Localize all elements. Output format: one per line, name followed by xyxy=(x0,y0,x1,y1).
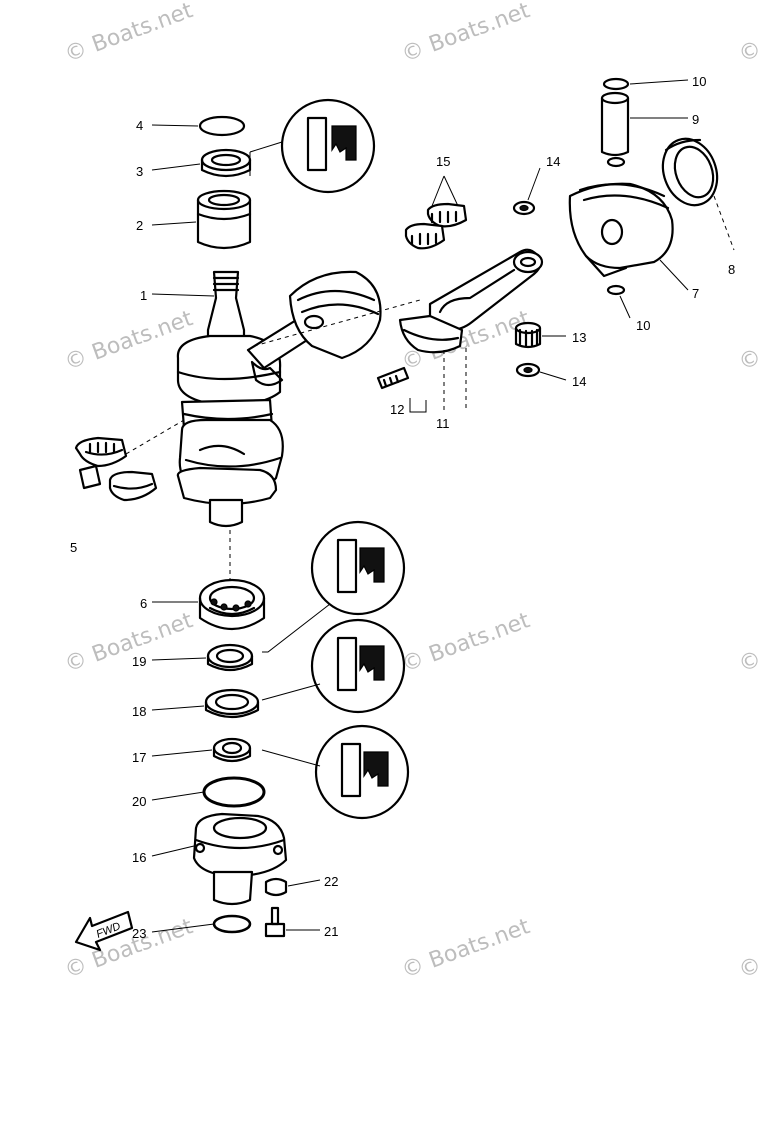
part-16-lower-housing[interactable] xyxy=(192,812,288,906)
part-23-o-ring[interactable] xyxy=(212,914,252,934)
callout-14a: 14 xyxy=(546,154,560,169)
callout-5: 5 xyxy=(70,540,77,555)
crankshaft-icon[interactable] xyxy=(176,270,284,528)
callout-10b: 10 xyxy=(636,318,650,333)
part-7-piston[interactable] xyxy=(568,182,674,278)
callout-10a: 10 xyxy=(692,74,706,89)
watermark: © Boats.net xyxy=(736,914,763,984)
part-4-plug[interactable] xyxy=(198,115,246,137)
part-14-washer-lower[interactable] xyxy=(515,362,541,378)
part-17-oil-seal[interactable] xyxy=(212,737,252,763)
callout-13: 13 xyxy=(572,330,586,345)
callout-16: 16 xyxy=(132,850,146,865)
callout-8: 8 xyxy=(728,262,735,277)
callout-6: 6 xyxy=(140,596,147,611)
callout-9: 9 xyxy=(692,112,699,127)
part-18-oil-seal[interactable] xyxy=(204,688,260,719)
connecting-rod-icon[interactable] xyxy=(398,248,544,354)
callout-2: 2 xyxy=(136,218,143,233)
seal-orientation-icon xyxy=(310,520,406,616)
watermark: © Boats.net xyxy=(62,608,197,678)
part-5-crank-bearing[interactable] xyxy=(74,436,158,502)
part-12-rod-bolt[interactable] xyxy=(376,366,410,390)
part-10-circlip-ring[interactable] xyxy=(606,156,626,168)
part-20-o-ring[interactable] xyxy=(202,776,266,808)
callout-1: 1 xyxy=(140,288,147,303)
callout-23: 23 xyxy=(132,926,146,941)
watermark: © Boats.net xyxy=(736,608,763,678)
watermark: © Boats.net xyxy=(399,0,534,68)
callout-3: 3 xyxy=(136,164,143,179)
watermark: © Boats.net xyxy=(62,0,197,68)
callout-21: 21 xyxy=(324,924,338,939)
part-2-upper-bearing[interactable] xyxy=(196,189,252,250)
part-14-washer[interactable] xyxy=(512,200,536,216)
callout-4: 4 xyxy=(136,118,143,133)
seal-orientation-icon xyxy=(314,724,410,820)
callout-11: 11 xyxy=(436,416,450,431)
part-6-ball-bearing[interactable] xyxy=(198,578,266,630)
callout-19: 19 xyxy=(132,654,146,669)
callout-numbers: 4 3 2 1 5 6 19 18 17 20 16 23 22 21 10 9… xyxy=(70,74,735,941)
watermark: © Boats.net xyxy=(62,914,197,984)
callout-18: 18 xyxy=(132,704,146,719)
callout-15: 15 xyxy=(436,154,450,169)
watermark-layer: © Boats.net © Boats.net © Boats.net © Bo… xyxy=(62,0,763,984)
part-10-circlip[interactable] xyxy=(602,77,630,91)
seal-orientation-icon xyxy=(280,98,376,194)
watermark: © Boats.net xyxy=(399,914,534,984)
part-13-needle-bearing[interactable] xyxy=(514,321,542,349)
part-15-rod-bearing[interactable] xyxy=(404,202,468,250)
part-10-circlip-lower[interactable] xyxy=(606,284,626,296)
watermark: © Boats.net xyxy=(736,306,763,376)
leader-lines xyxy=(151,79,689,933)
callout-17: 17 xyxy=(132,750,146,765)
part-21-bolt[interactable] xyxy=(264,906,286,938)
watermark: © Boats.net xyxy=(736,0,763,68)
callout-7: 7 xyxy=(692,286,699,301)
part-22-plug[interactable] xyxy=(264,877,288,897)
piston-icon[interactable] xyxy=(246,270,382,387)
part-19-seal[interactable] xyxy=(206,643,254,672)
callout-20: 20 xyxy=(132,794,146,809)
watermark: © Boats.net xyxy=(399,608,534,678)
part-9-piston-pin[interactable] xyxy=(600,91,630,157)
part-3-oil-seal[interactable] xyxy=(200,148,252,178)
callout-22: 22 xyxy=(324,874,338,889)
seal-orientation-icon xyxy=(310,618,406,714)
watermark: © Boats.net xyxy=(62,306,197,376)
callout-12: 12 xyxy=(390,402,404,417)
part-8-piston-rings[interactable] xyxy=(654,131,726,213)
callout-14b: 14 xyxy=(572,374,586,389)
